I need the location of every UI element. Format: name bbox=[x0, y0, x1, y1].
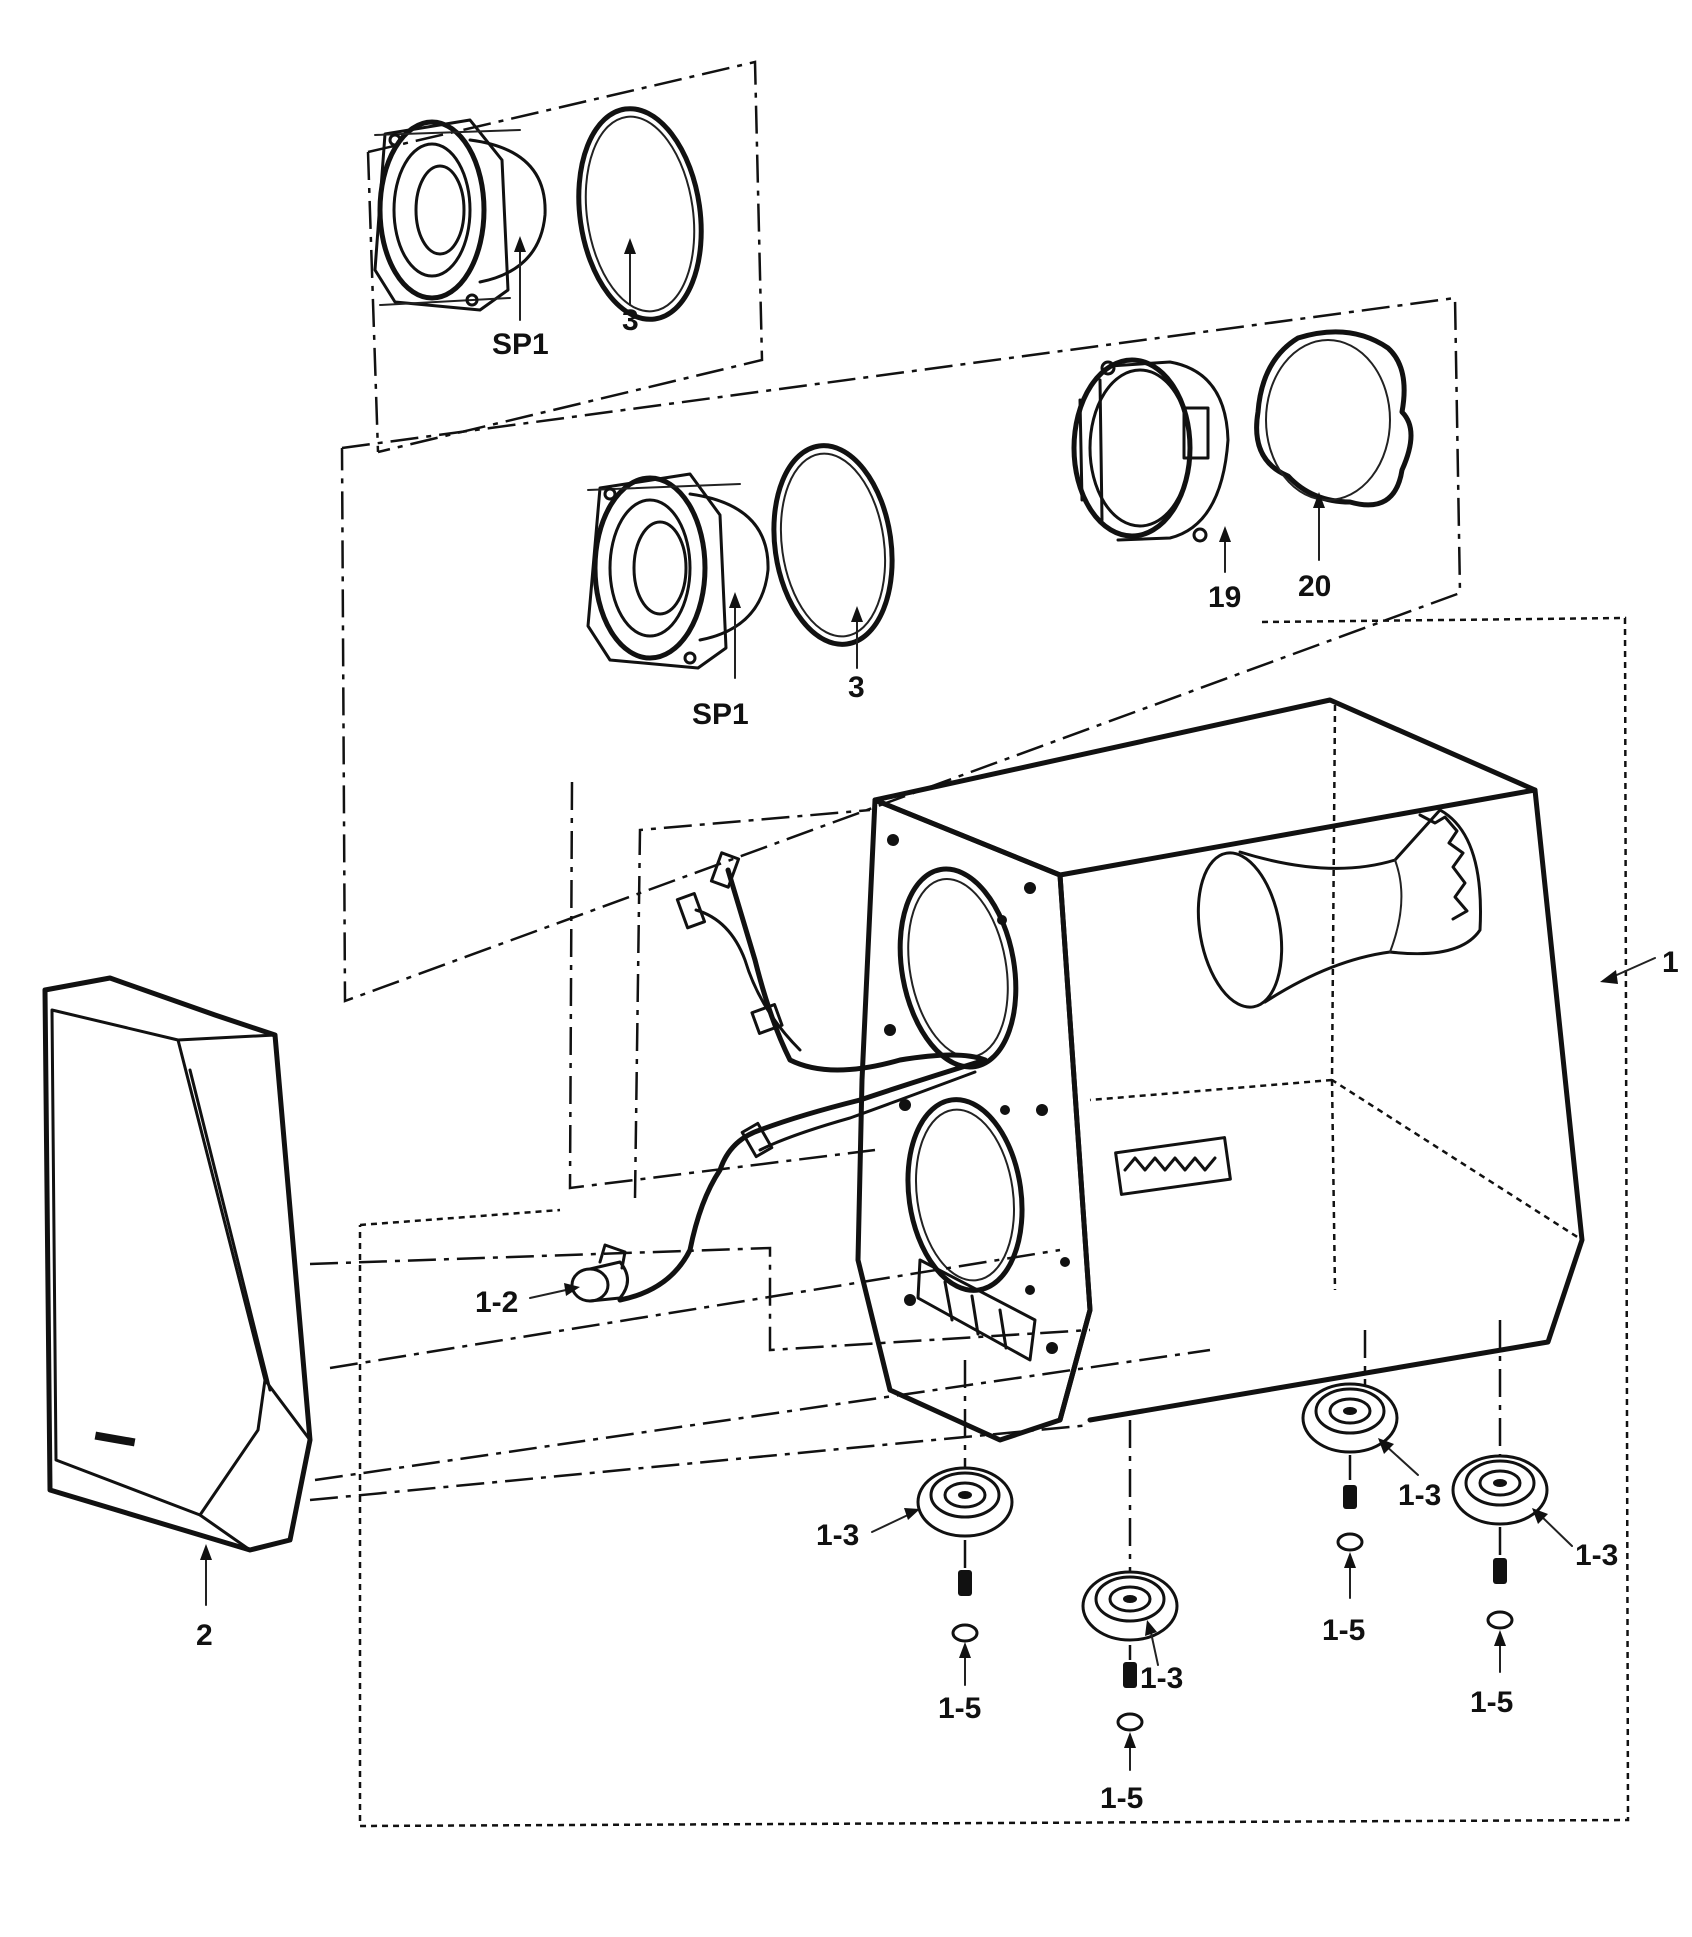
label-foot-d: 1-3 bbox=[1575, 1539, 1618, 1572]
ring-mid-arrow bbox=[851, 606, 863, 622]
port-tube-19 bbox=[1071, 357, 1230, 543]
label-terminal-1-2: 1-2 bbox=[475, 1286, 518, 1319]
terminal-1-2-arrow bbox=[564, 1283, 580, 1296]
top-assembly-boundary bbox=[366, 60, 764, 454]
speaker-sp1-mid bbox=[586, 472, 770, 670]
label-foot-b: 1-3 bbox=[1140, 1662, 1183, 1695]
screw-b-arrow bbox=[1124, 1732, 1136, 1748]
rubber-foot-1-3-d bbox=[1451, 1454, 1549, 1526]
screw-1-5-d bbox=[1486, 1527, 1514, 1630]
front-grille-2 bbox=[42, 975, 313, 1553]
port-19-arrow bbox=[1219, 526, 1231, 542]
foot-b-leader bbox=[1149, 1627, 1159, 1666]
foot-d-leader bbox=[1539, 1514, 1573, 1547]
label-port-19: 19 bbox=[1208, 581, 1241, 614]
rubber-foot-1-3-a bbox=[916, 1466, 1014, 1538]
screw-1-5-a bbox=[951, 1540, 979, 1643]
grille-2-arrow bbox=[200, 1544, 212, 1560]
middle-assembly-boundary bbox=[340, 296, 1462, 1003]
foot-a-leader bbox=[871, 1513, 911, 1533]
screw-c-arrow bbox=[1344, 1552, 1356, 1568]
label-foot-a: 1-3 bbox=[816, 1519, 859, 1552]
sp1-top-arrow bbox=[514, 236, 526, 252]
foot-a-arrow bbox=[904, 1508, 920, 1520]
cabinet-1-leader bbox=[1609, 957, 1656, 979]
sp1-mid-arrow bbox=[729, 592, 741, 608]
label-sp1-mid: SP1 bbox=[692, 698, 749, 731]
screw-1-5-b bbox=[1116, 1645, 1144, 1732]
label-screw-d: 1-5 bbox=[1470, 1686, 1513, 1719]
terminal-1-2-leader bbox=[529, 1289, 567, 1299]
terminal-1-2 bbox=[570, 1243, 629, 1303]
foot-c-arrow bbox=[1378, 1438, 1394, 1454]
label-screw-b: 1-5 bbox=[1100, 1782, 1143, 1815]
label-cabinet-1: 1 bbox=[1662, 946, 1679, 979]
foot-drop-lines bbox=[963, 1320, 1502, 1575]
ring-top-arrow bbox=[624, 238, 636, 254]
rubber-foot-1-3-c bbox=[1301, 1382, 1399, 1454]
screw-d-arrow bbox=[1494, 1630, 1506, 1646]
gasket-ring-3-top bbox=[576, 106, 704, 322]
speaker-sp1-top bbox=[373, 118, 547, 312]
speaker-cabinet-1 bbox=[855, 697, 1585, 1443]
gasket-20 bbox=[1254, 329, 1414, 508]
label-ring-3-mid: 3 bbox=[848, 671, 865, 704]
wiring-harness bbox=[617, 851, 988, 1303]
screw-1-5-c bbox=[1336, 1455, 1364, 1552]
label-screw-c: 1-5 bbox=[1322, 1614, 1365, 1647]
label-screw-a: 1-5 bbox=[938, 1692, 981, 1725]
label-grille-2: 2 bbox=[196, 1619, 213, 1652]
foot-d-arrow bbox=[1532, 1508, 1548, 1524]
label-sp1-top: SP1 bbox=[492, 328, 549, 361]
cabinet-1-arrow bbox=[1600, 970, 1618, 984]
cabinet-assembly-boundary bbox=[358, 616, 1630, 1828]
label-foot-c: 1-3 bbox=[1398, 1479, 1441, 1512]
label-ring-3-top: 3 bbox=[622, 304, 639, 337]
foot-c-leader bbox=[1384, 1444, 1419, 1476]
rubber-foot-1-3-b bbox=[1081, 1570, 1179, 1642]
wiring-boundary bbox=[568, 781, 876, 1199]
screw-a-arrow bbox=[959, 1642, 971, 1658]
label-gasket-20: 20 bbox=[1298, 570, 1331, 603]
foot-b-arrow bbox=[1145, 1620, 1157, 1636]
gasket-ring-3-mid bbox=[771, 443, 895, 647]
grille-alignment-lines bbox=[309, 1246, 1211, 1502]
gasket-20-arrow bbox=[1313, 492, 1325, 508]
